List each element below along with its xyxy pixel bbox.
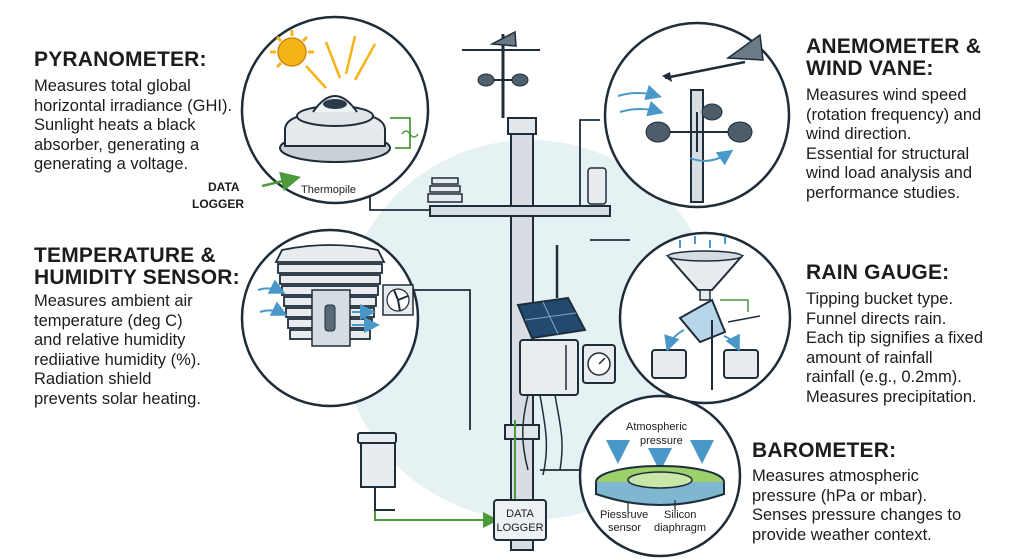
- rain-gauge-line: rainfall (e.g., 0.2mm).: [806, 368, 962, 386]
- data-logger-box: DATA LOGGER: [493, 499, 547, 541]
- ground-rain-gauge: [357, 432, 397, 511]
- barometer-line: Senses pressure changes to: [752, 506, 962, 524]
- temperature-line: Measures ambient air: [34, 292, 193, 310]
- barometer-line: pressure (hPa or mbar).: [752, 486, 928, 505]
- sun-icon: [270, 30, 314, 69]
- temperature-line: Radiation shield: [34, 370, 152, 388]
- pressure-sensor-label-2: sensor: [608, 522, 641, 534]
- rain-gauge-line: Each tip signifies a fixed: [806, 329, 984, 347]
- pyranometer-text: PYRANOMETER: Measures total global horiz…: [34, 49, 259, 175]
- thermopile-label: Thermopile: [301, 184, 356, 196]
- temperature-title-1: TEMPERATURE &: [34, 244, 216, 267]
- rain-gauge-illustration: [618, 231, 792, 405]
- anemometer-line: (rotation frequency) and: [806, 105, 982, 124]
- anemometer-illustration: [603, 21, 791, 209]
- barometer-title: BAROMETER:: [752, 439, 897, 462]
- rain-gauge-text: RAIN GAUGE: Tipping bucket type. Funnel …: [806, 262, 1021, 407]
- barometer-line: Measures atmospheric: [752, 467, 919, 485]
- rain-gauge-line: amount of rainfall: [806, 348, 933, 367]
- temperature-line: rediiative humidity (%).: [34, 350, 201, 369]
- silicon-label-2: diaphragm: [654, 522, 706, 534]
- fan-icon: [382, 284, 414, 316]
- temperature-text: TEMPERATURE & HUMIDITY SENSOR: Measures …: [34, 245, 274, 409]
- silicon-label-1: Silicon: [664, 509, 696, 521]
- temperature-line: prevents solar heating.: [34, 389, 201, 408]
- temperature-title-2: HUMIDITY SENSOR:: [34, 266, 240, 289]
- pressure-sensor-label-1: Piessruve: [600, 509, 648, 521]
- anemometer-text: ANEMOMETER & WIND VANE: Measures wind sp…: [806, 36, 1021, 203]
- rain-gauge-title: RAIN GAUGE:: [806, 261, 950, 284]
- temperature-line: temperature (deg C): [34, 311, 183, 330]
- anemometer-title-1: ANEMOMETER &: [806, 35, 982, 58]
- atmospheric-label-1: Atmospheric: [626, 421, 688, 433]
- anemometer-line: Essential for structural: [806, 144, 970, 163]
- anemometer-line: wind direction.: [806, 125, 912, 143]
- temperature-sensor-illustration: [240, 228, 420, 408]
- pyranometer-line: Sunlight heats a black: [34, 116, 196, 134]
- barometer-illustration: Atmospheric pressure Piessruve sensor Si…: [578, 394, 742, 558]
- pyranometer-logger-label-1: DATA: [208, 180, 240, 194]
- barometer-text: BAROMETER: Measures atmospheric pressure…: [752, 440, 1007, 545]
- data-logger-label-1: DATA: [506, 508, 534, 520]
- pyranometer-line: horizontal irradiance (GHI).: [34, 96, 233, 115]
- pyranometer-line: generating a voltage.: [34, 155, 189, 173]
- rain-gauge-line: Funnel directs rain.: [806, 309, 947, 328]
- pyranometer-logger-label-2: LOGGER: [192, 197, 244, 211]
- pyranometer-line: absorber, generating a: [34, 135, 200, 154]
- pyranometer-illustration: DATA LOGGER Thermopile: [192, 15, 430, 211]
- anemometer-line: performance studies.: [806, 183, 961, 202]
- anemometer-line: wind load analysis and: [806, 164, 973, 182]
- rain-gauge-line: Measures precipitation.: [806, 387, 977, 406]
- data-logger-label-2: LOGGER: [496, 522, 543, 534]
- pyranometer-title: PYRANOMETER:: [34, 48, 207, 71]
- pyranometer-line: Measures total global: [34, 77, 191, 95]
- barometer-line: provide weather context.: [752, 525, 932, 544]
- anemometer-line: Measures wind speed: [806, 86, 967, 104]
- anemometer-title-2: WIND VANE:: [806, 57, 934, 80]
- temperature-line: and relative humidity: [34, 331, 186, 349]
- weather-pole: [427, 30, 616, 551]
- rain-gauge-line: Tipping bucket type.: [806, 290, 954, 308]
- atmospheric-label-2: pressure: [640, 435, 683, 447]
